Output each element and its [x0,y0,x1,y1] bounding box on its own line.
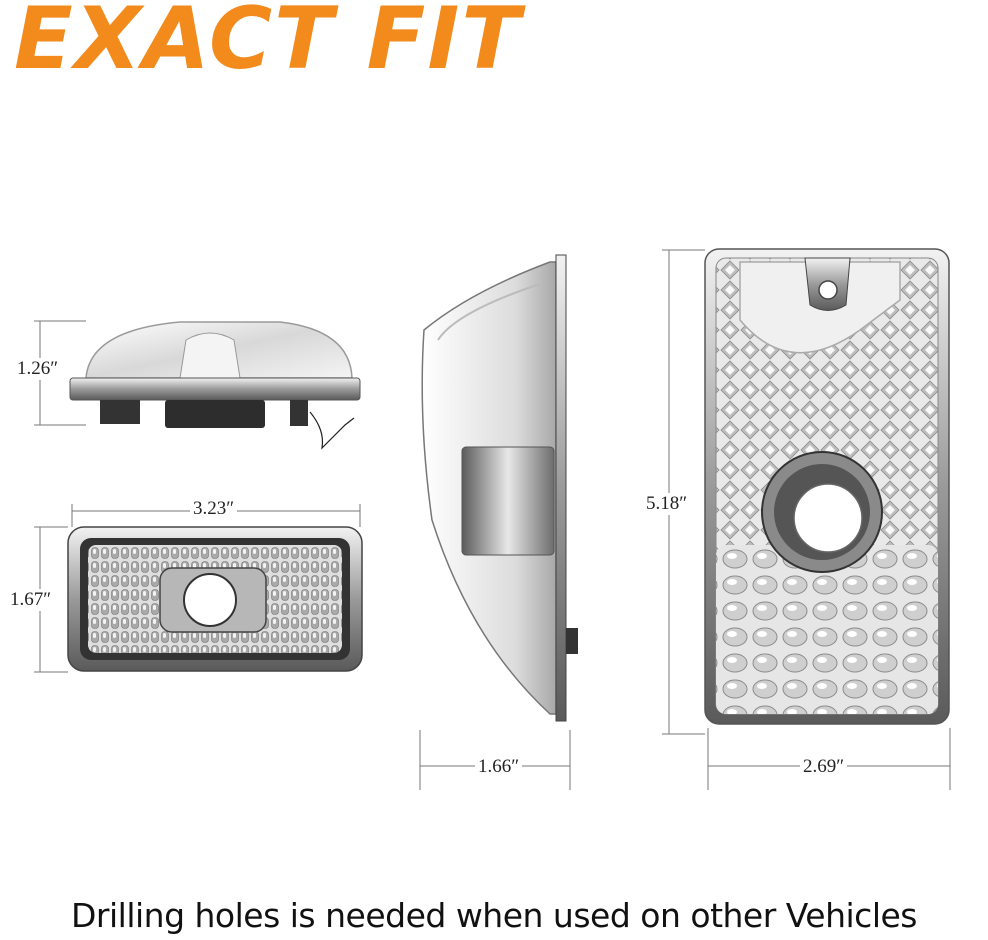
lens-width-label: 2.69″ [800,756,848,778]
side-height-label: 1.26″ [14,358,62,380]
lens-height-label: 5.18″ [643,493,691,515]
profile-depth-label: 1.66″ [475,756,523,778]
front-view [67,526,363,672]
product-views [34,248,951,790]
footer-note: Drilling holes is needed when used on ot… [71,896,918,935]
side-view [69,321,361,450]
front-height-label: 1.67″ [7,589,55,611]
headline: EXACT FIT [14,0,523,89]
profile-view [421,254,578,722]
lens-view [704,248,950,725]
front-width-label: 3.23″ [190,498,238,520]
